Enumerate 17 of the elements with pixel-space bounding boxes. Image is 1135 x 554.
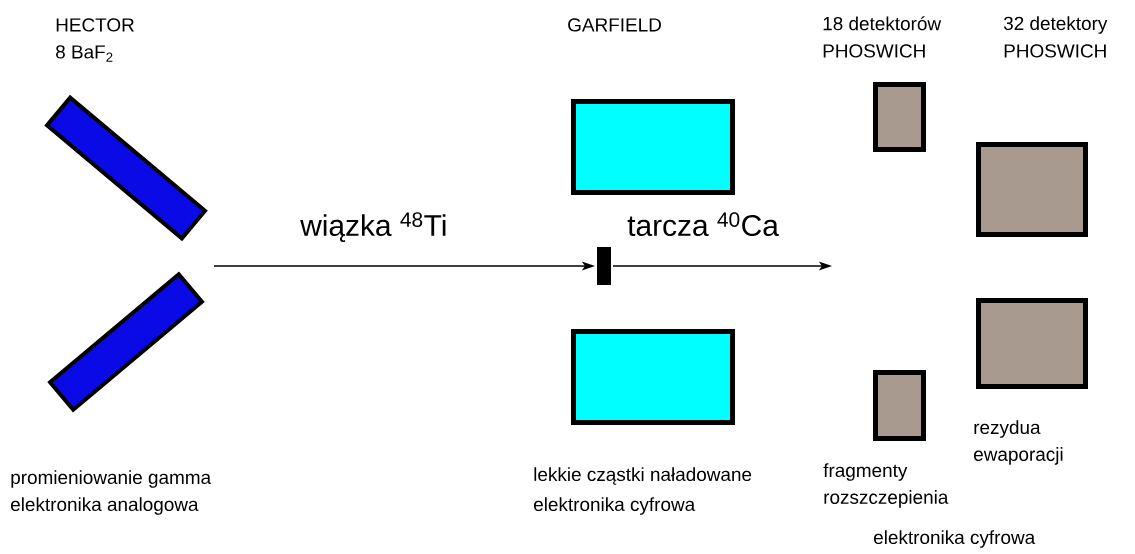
detector-count-label: 32 detektory bbox=[1003, 16, 1108, 34]
crystal-label: 8 BaF$_{2}$ bbox=[56, 45, 113, 62]
detector-block bbox=[976, 142, 1088, 237]
beam-label: wiązka $^{48}$Ti bbox=[300, 212, 446, 242]
caption-text: elektronika analogowa bbox=[11, 497, 199, 515]
caption-text: rezydua ewaporacji bbox=[974, 420, 1063, 465]
detector-block bbox=[873, 82, 926, 152]
detector-name: PHOSWICH bbox=[823, 44, 925, 58]
target-bar bbox=[597, 247, 611, 285]
caption-text: elektronika cyfrowa bbox=[874, 530, 1036, 548]
detector-name: PHOSWICH bbox=[1004, 44, 1106, 58]
detector-block bbox=[976, 298, 1088, 389]
detector-block bbox=[571, 329, 735, 425]
target-label: tarcza $^{40}$Ca bbox=[627, 212, 779, 237]
caption-text: elektronika cyfrowa bbox=[534, 497, 696, 515]
detector-block bbox=[873, 370, 926, 441]
detector-block bbox=[571, 99, 735, 195]
